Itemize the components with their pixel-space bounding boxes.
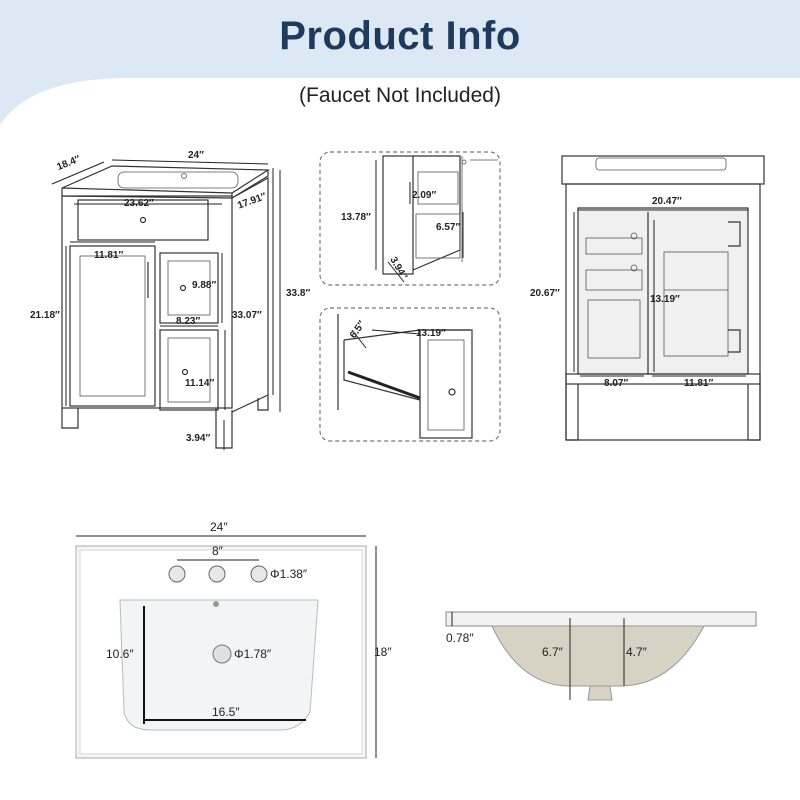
vanity-front-view: 24″ 18.4″ 23.62″ 17.91″ 11.81″ 21.18″ 9.… bbox=[30, 150, 310, 450]
sink-top-view: 24″ 8″ Φ1.38″ 10.6″ Φ1.78″ 16.5″ 18″ bbox=[75, 520, 392, 759]
drawer-width-label: 8.23″ bbox=[176, 316, 200, 327]
interior-right-width-label: 11.81″ bbox=[684, 378, 713, 389]
interior-shelf-height-label: 13.19″ bbox=[650, 294, 680, 305]
door-width-label: 11.81″ bbox=[94, 250, 123, 261]
interior-width-label: 20.47″ bbox=[652, 196, 682, 207]
page-title: Product Info bbox=[279, 14, 521, 58]
sink-width-label: 24″ bbox=[210, 520, 228, 534]
drawer-open-detail: 6.5″ 13.19″ bbox=[319, 307, 501, 442]
sink-side-view: 0.78″ 6.7″ 4.7″ bbox=[445, 611, 757, 701]
cabinet-height-label: 33.07″ bbox=[232, 310, 262, 321]
sink-bowl-depth-label: 6.7″ bbox=[542, 645, 564, 659]
sink-basin-depth-label: 10.6″ bbox=[106, 647, 134, 661]
side-depth-label: 17.91″ bbox=[236, 191, 268, 212]
interior-height-label: 20.67″ bbox=[530, 288, 560, 299]
header-background bbox=[0, 0, 800, 125]
drawer-side-depth-label: 3.94″ bbox=[387, 255, 409, 282]
inner-width-label: 23.62″ bbox=[124, 198, 154, 209]
drawer-side-detail: 13.78″ 2.09″ 6.57″ 3.94″ bbox=[319, 151, 501, 286]
sink-drain-diameter-label: Φ1.78″ bbox=[234, 647, 272, 661]
page-subtitle: (Faucet Not Included) bbox=[299, 84, 501, 107]
drawer-open-length-label: 13.19″ bbox=[416, 328, 446, 339]
sink-hole-spacing-label: 8″ bbox=[212, 544, 224, 558]
front-depth-label: 18.4″ bbox=[55, 154, 82, 173]
drawer-side-gap-label: 2.09″ bbox=[412, 190, 436, 201]
sink-basin-width-label: 16.5″ bbox=[212, 705, 240, 719]
lower-drawer-height-label: 11.14″ bbox=[185, 378, 214, 389]
interior-left-width-label: 8.07″ bbox=[604, 378, 628, 389]
drawer-side-inner-height-label: 6.57″ bbox=[436, 222, 460, 233]
drawer-side-height-label: 13.78″ bbox=[341, 212, 371, 223]
leg-height-label: 3.94″ bbox=[186, 433, 210, 444]
sink-hole-diameter-label: Φ1.38″ bbox=[270, 567, 308, 581]
sink-inner-depth-label: 4.7″ bbox=[626, 645, 648, 659]
total-height-label: 33.8″ bbox=[286, 288, 310, 299]
front-width-label: 24″ bbox=[188, 150, 204, 161]
vanity-interior-view: 20.47″ 20.67″ 13.19″ 8.07″ 11.81″ bbox=[530, 155, 765, 441]
sink-depth-label: 18″ bbox=[374, 645, 392, 659]
upper-drawer-height-label: 9.88″ bbox=[192, 280, 216, 291]
door-height-label: 21.18″ bbox=[30, 310, 60, 321]
sink-top-thickness-label: 0.78″ bbox=[446, 631, 474, 645]
